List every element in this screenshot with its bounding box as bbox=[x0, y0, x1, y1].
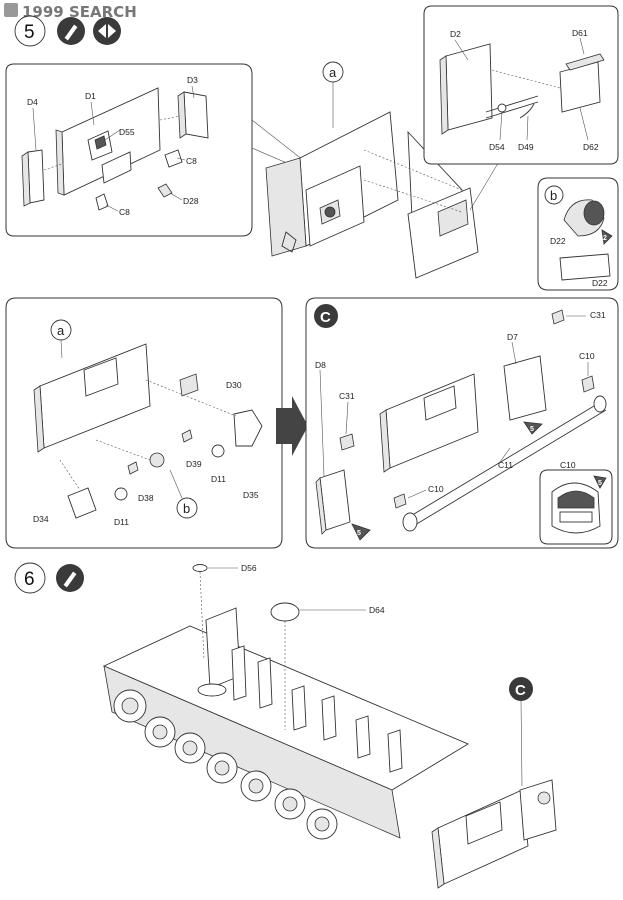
sub-assembly-1-box: D4 D1 D3 D55 C8 D28 C8 bbox=[5, 63, 253, 237]
label-d30: D30 bbox=[226, 380, 242, 390]
sub3-letter: b bbox=[550, 188, 557, 203]
sub-assembly-3-box: b 2 D22 D22 bbox=[537, 177, 619, 291]
label-d64: D64 bbox=[369, 605, 385, 615]
step-6-callout-c: C bbox=[515, 682, 526, 699]
step-5-number: 5 bbox=[24, 22, 35, 43]
tri-num-right: 5 bbox=[530, 426, 534, 433]
label-d3: D3 bbox=[187, 75, 198, 85]
label-d28: D28 bbox=[183, 196, 199, 206]
sub5-letter: C bbox=[320, 309, 331, 326]
callout-a-top: a bbox=[329, 65, 337, 80]
label-c8-upper: C8 bbox=[186, 156, 197, 166]
label-d54: D54 bbox=[489, 142, 505, 152]
label-d4: D4 bbox=[27, 97, 38, 107]
road-wheels bbox=[144, 716, 338, 840]
label-c31-top: C31 bbox=[590, 310, 606, 320]
direction-arrow bbox=[276, 396, 308, 456]
step-6-header: 6 bbox=[14, 562, 84, 594]
callout-b: b bbox=[183, 501, 190, 516]
label-d62: D62 bbox=[583, 142, 599, 152]
sub-assembly-2-box: D2 D61 D54 D49 D62 bbox=[423, 5, 619, 165]
step-5-header: 5 bbox=[14, 15, 121, 47]
label-d61: D61 bbox=[572, 28, 588, 38]
inset-label-c10: C10 bbox=[560, 460, 576, 470]
watermark-logo: 1999 SEARCH bbox=[4, 3, 137, 21]
sub-assembly-5-box: C 5 5 5 C10 C31 D7 C10 bbox=[305, 297, 619, 549]
sub3-arrow-num: 2 bbox=[603, 235, 607, 242]
label-c8-lower: C8 bbox=[119, 207, 130, 217]
tri-num-left: 5 bbox=[357, 530, 361, 537]
step-6-number: 6 bbox=[24, 569, 35, 590]
label-d11-right: D11 bbox=[211, 474, 226, 484]
label-d35: D35 bbox=[243, 490, 259, 500]
label-c10-top: C10 bbox=[579, 351, 595, 361]
label-c31-left: C31 bbox=[339, 391, 355, 401]
sub4-letter: a bbox=[57, 323, 65, 338]
label-c11: C11 bbox=[498, 460, 513, 470]
step-5-main-assembly: a bbox=[251, 61, 501, 279]
label-d8: D8 bbox=[315, 360, 326, 370]
label-d39: D39 bbox=[186, 459, 202, 469]
label-d38: D38 bbox=[138, 493, 154, 503]
label-d2: D2 bbox=[450, 29, 461, 39]
label-d7: D7 bbox=[507, 332, 518, 342]
step-6-hull-assembly: C D56 D64 bbox=[102, 563, 557, 889]
label-d34: D34 bbox=[33, 514, 49, 524]
label-d22-lower: D22 bbox=[592, 278, 608, 288]
label-d11-left: D11 bbox=[114, 517, 129, 527]
inset-num: 5 bbox=[598, 480, 602, 487]
watermark-text: 1999 SEARCH bbox=[22, 3, 137, 21]
label-d1: D1 bbox=[85, 91, 96, 101]
label-c10-mid: C10 bbox=[428, 484, 444, 494]
repeat-icon bbox=[93, 17, 121, 45]
label-d49: D49 bbox=[518, 142, 534, 152]
sub-assembly-4-box: a b D30 D39 D11 D35 D34 D11 D38 bbox=[5, 297, 283, 549]
label-d55: D55 bbox=[119, 127, 135, 137]
label-d56: D56 bbox=[241, 563, 257, 573]
label-d22-upper: D22 bbox=[550, 236, 566, 246]
